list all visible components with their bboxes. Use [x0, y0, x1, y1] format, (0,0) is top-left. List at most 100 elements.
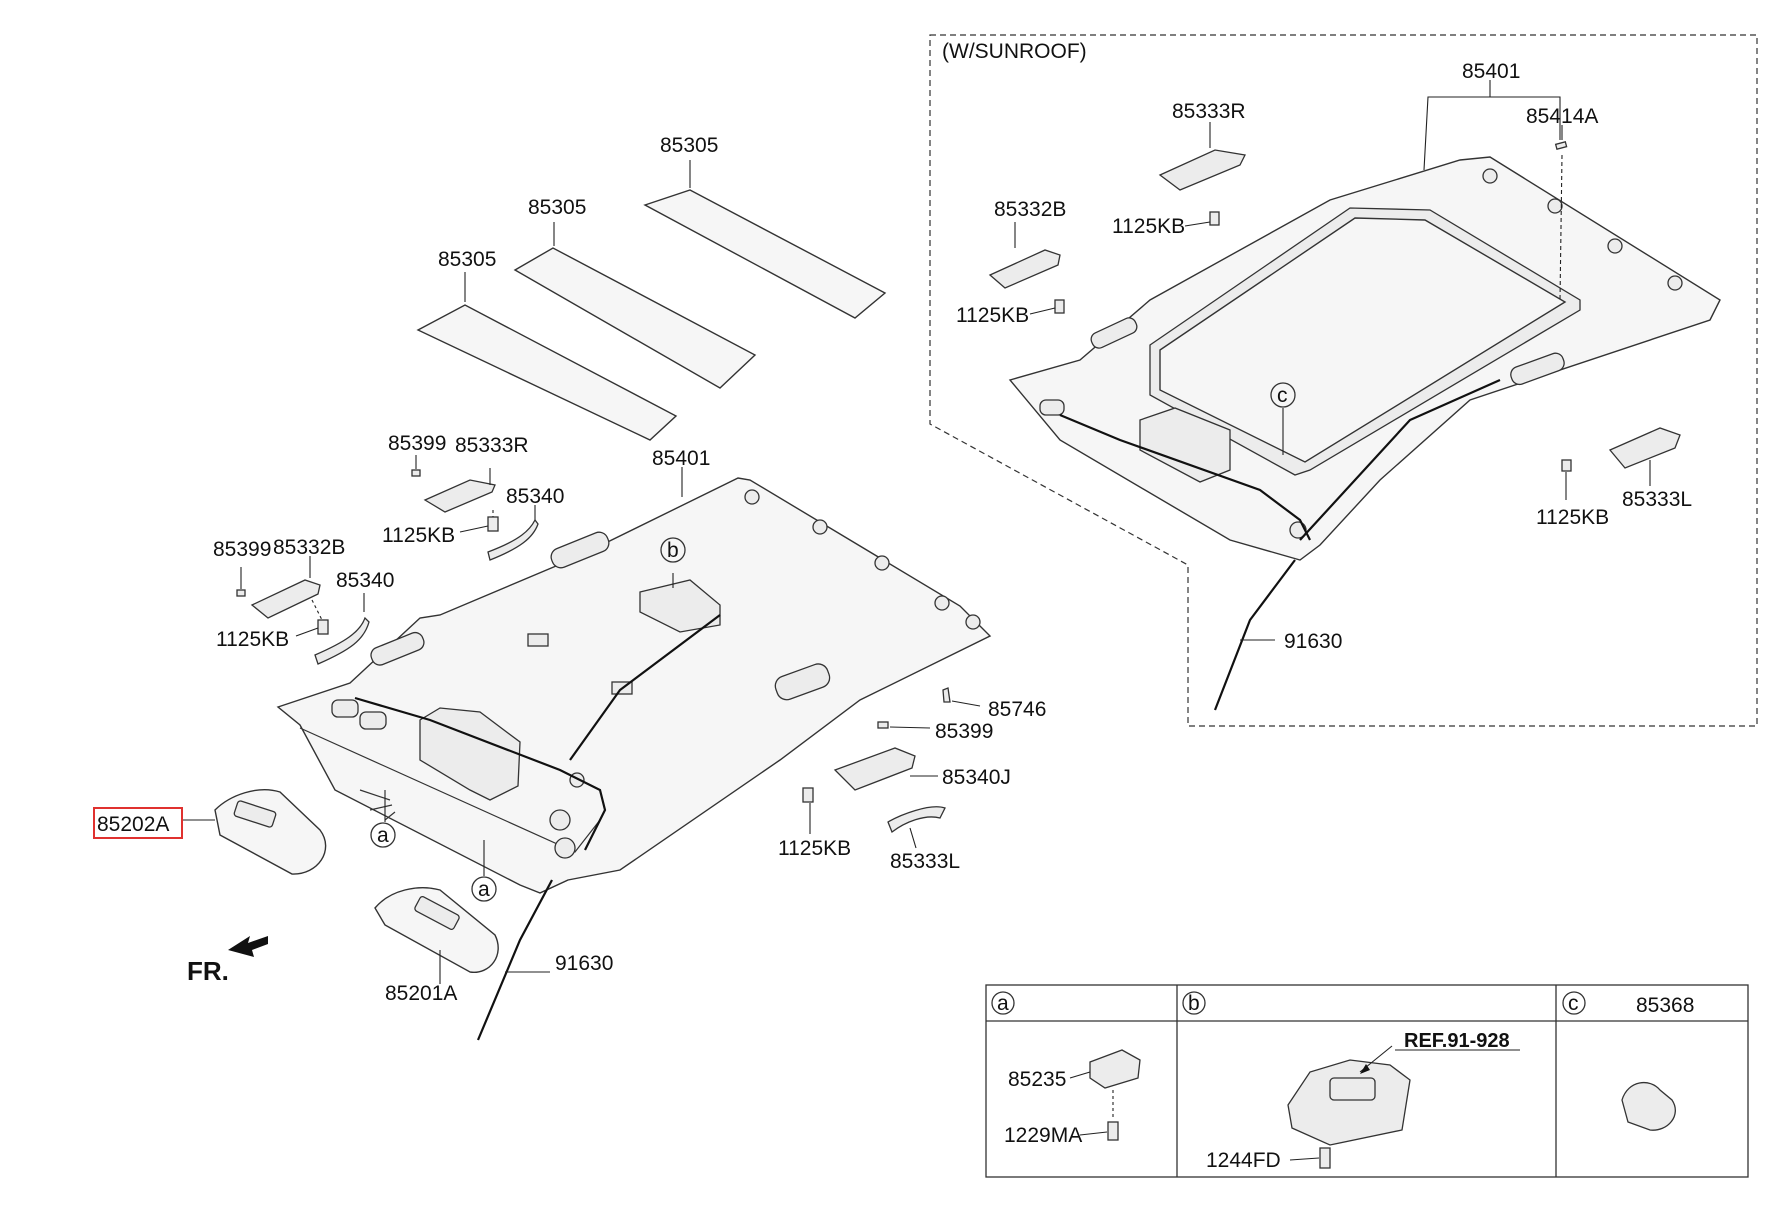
- bolt-1125KB-top[interactable]: [487, 516, 499, 532]
- label-85414A[interactable]: 85414A: [1526, 105, 1598, 128]
- bracket-85333R-top[interactable]: [423, 479, 496, 513]
- part-85414A[interactable]: [1554, 140, 1568, 150]
- label-85332B-sunroof[interactable]: 85332B: [994, 198, 1066, 221]
- visor-mirror-rh: [233, 800, 277, 828]
- leader-1125KB-mid: [295, 627, 319, 637]
- label-1125KB-sunroof-a[interactable]: 1125KB: [1112, 215, 1185, 238]
- label-85399-top[interactable]: 85399: [388, 432, 446, 455]
- label-85201A[interactable]: 85201A: [385, 982, 457, 1005]
- bolt-1125KB-mid[interactable]: [317, 619, 329, 635]
- roof-pad-2[interactable]: [513, 247, 757, 389]
- sun-visors: [93, 789, 499, 984]
- sunroof-bolt-1125KB-a[interactable]: [1209, 211, 1220, 226]
- clip-85399-mid[interactable]: [236, 589, 246, 597]
- label-85401-main[interactable]: 85401: [652, 447, 710, 470]
- grab-handle-85340-mid[interactable]: [314, 616, 370, 665]
- handle-recess-3: [370, 631, 425, 666]
- overhead-console-drawing[interactable]: [1287, 1059, 1411, 1146]
- label-85340J[interactable]: 85340J: [942, 766, 1011, 789]
- sunroof-wiring-side: [1299, 378, 1501, 541]
- label-85333R-main[interactable]: 85333R: [455, 434, 529, 457]
- grab-handle-85340-top[interactable]: [487, 518, 539, 561]
- sunroof-bracket-85333L[interactable]: [1608, 427, 1681, 469]
- front-lamp-4: [554, 837, 576, 859]
- label-85340-top[interactable]: 85340: [506, 485, 564, 508]
- table-b-circle: [1182, 991, 1206, 1015]
- grab-handle-85333L[interactable]: [887, 806, 946, 834]
- main-headlining: [276, 477, 992, 1041]
- wiring-91630-sunroof: [1213, 559, 1296, 711]
- part-85368-drawing[interactable]: [1621, 1081, 1676, 1131]
- label-callout-c: c: [1277, 384, 1288, 407]
- front-direction-indicator: [228, 936, 268, 957]
- label-85401-sunroof[interactable]: 85401: [1462, 60, 1520, 83]
- label-85399-mid[interactable]: 85399: [213, 538, 271, 561]
- label-85333L-sunroof[interactable]: 85333L: [1622, 488, 1692, 511]
- label-callout-a1: a: [377, 824, 389, 847]
- clip-85399-top[interactable]: [411, 469, 421, 477]
- label-85332B-main[interactable]: 85332B: [273, 536, 345, 559]
- sunroof-wiring-front: [1059, 413, 1311, 541]
- label-85333L-main[interactable]: 85333L: [890, 850, 960, 873]
- front-lamp-recess-2: [359, 711, 387, 730]
- part-1229MA-drawing[interactable]: [1107, 1121, 1119, 1141]
- handle-recess-2: [550, 531, 610, 569]
- label-sunroof-title: (W/SUNROOF): [942, 40, 1087, 63]
- label-85340-mid[interactable]: 85340: [336, 569, 394, 592]
- bolt-1125KB-right[interactable]: [802, 787, 814, 803]
- callout-a2-circle[interactable]: [471, 876, 497, 902]
- bracket-85332B[interactable]: [250, 579, 321, 619]
- label-front: FR.: [187, 956, 229, 986]
- right-hardware: [802, 687, 981, 849]
- callout-c-circle[interactable]: [1270, 382, 1296, 408]
- roof-pad-3[interactable]: [643, 189, 887, 319]
- table-part-85235[interactable]: 85235: [1008, 1068, 1066, 1091]
- callout-a1-circle[interactable]: [370, 822, 396, 848]
- label-85333R-sunroof[interactable]: 85333R: [1172, 100, 1246, 123]
- label-85305-2[interactable]: 85305: [528, 196, 586, 219]
- label-85305-3[interactable]: 85305: [438, 248, 496, 271]
- sunroof-bolt-1125KB-b[interactable]: [1054, 299, 1065, 314]
- pad-small-1: [527, 633, 549, 647]
- table-part-1244FD[interactable]: 1244FD: [1206, 1149, 1281, 1172]
- sunroof-bracket-85332B[interactable]: [988, 249, 1061, 289]
- sunroof-clips: [1289, 168, 1683, 539]
- leader-85401-sunroof: [1423, 96, 1561, 171]
- table-a-circle: [991, 991, 1015, 1015]
- sunroof-bracket-85333R[interactable]: [1158, 149, 1246, 191]
- headlining-rear-edge: [299, 727, 601, 894]
- label-85399-right[interactable]: 85399: [935, 720, 993, 743]
- bracket-85340J[interactable]: [833, 747, 916, 791]
- label-85202A[interactable]: 85202A: [97, 813, 169, 836]
- table-part-85368[interactable]: 85368: [1636, 994, 1694, 1017]
- sunroof-handle-recess-2: [1090, 317, 1138, 349]
- label-1125KB-right[interactable]: 1125KB: [778, 837, 851, 860]
- sun-visor-85201A[interactable]: [374, 887, 499, 973]
- label-1125KB-sunroof-b[interactable]: 1125KB: [956, 304, 1029, 327]
- table-part-1229MA[interactable]: 1229MA: [1004, 1124, 1082, 1147]
- wiring-91630-main: [476, 879, 553, 1041]
- callout-b-circle[interactable]: [660, 537, 686, 563]
- headlining-panel[interactable]: [276, 477, 992, 894]
- label-1125KB-sunroof-c[interactable]: 1125KB: [1536, 506, 1609, 529]
- roof-pad-1[interactable]: [416, 304, 678, 441]
- front-console-opening: [419, 707, 521, 801]
- table-ref-91-928[interactable]: REF.91-928: [1404, 1030, 1510, 1052]
- label-91630-main[interactable]: 91630: [555, 952, 613, 975]
- sun-visor-85202A[interactable]: [214, 789, 327, 875]
- label-85746[interactable]: 85746: [988, 698, 1046, 721]
- table-label-b: b: [1188, 992, 1200, 1015]
- leader-sunroof-1125KB-b: [1029, 307, 1056, 315]
- label-1125KB-top[interactable]: 1125KB: [382, 524, 455, 547]
- leader-85399-right: [889, 726, 931, 729]
- clip-85399-right[interactable]: [877, 721, 889, 729]
- sunroof-bolt-1125KB-c[interactable]: [1561, 459, 1572, 472]
- sunroof-lamp-recess: [1039, 399, 1065, 416]
- part-1244FD-drawing[interactable]: [1319, 1147, 1331, 1169]
- label-91630-sunroof[interactable]: 91630: [1284, 630, 1342, 653]
- parts-reference-table: [985, 984, 1749, 1178]
- part-85235-drawing[interactable]: [1089, 1049, 1141, 1089]
- label-1125KB-mid[interactable]: 1125KB: [216, 628, 289, 651]
- screw-85746[interactable]: [942, 687, 951, 703]
- label-85305-1[interactable]: 85305: [660, 134, 718, 157]
